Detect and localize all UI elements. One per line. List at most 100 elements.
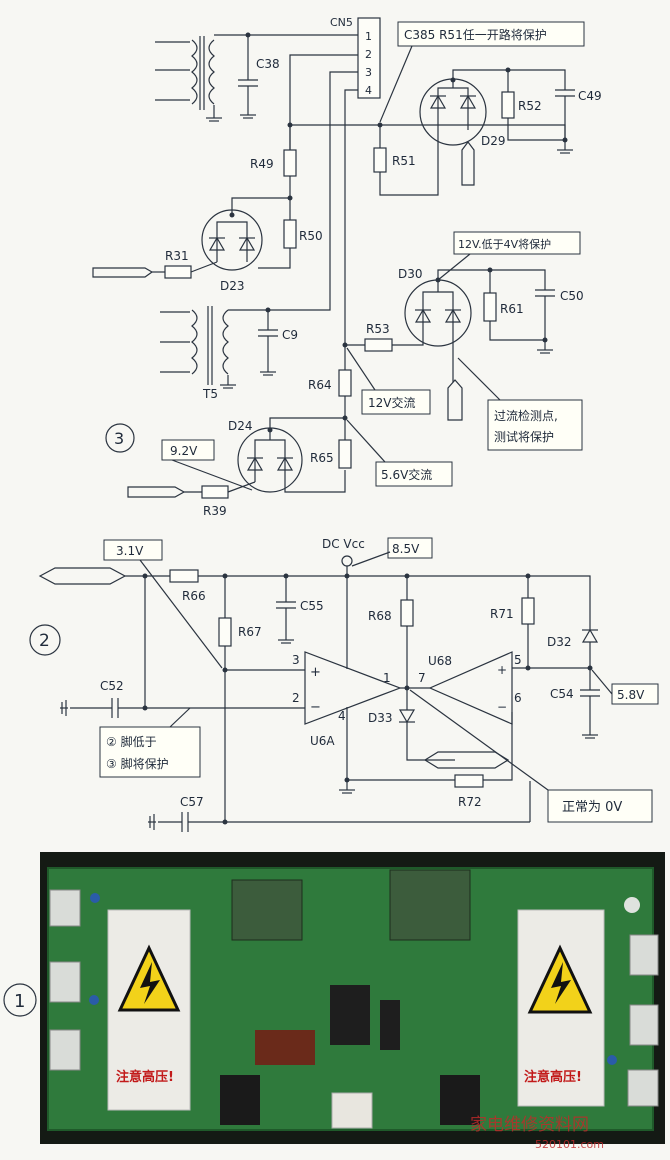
label-c54: C54 bbox=[550, 687, 574, 701]
note-overcurrent-line2: 测试将保护 bbox=[494, 429, 554, 444]
cn5-pin-3: 3 bbox=[365, 66, 372, 79]
u6a-pin1: 1 bbox=[383, 671, 391, 685]
label-c50: C50 bbox=[560, 289, 584, 303]
transformer-t1 bbox=[155, 34, 360, 122]
note-5v8-text: 5.8V bbox=[617, 688, 645, 702]
u68-minus: − bbox=[497, 700, 507, 714]
probe-r39 bbox=[127, 486, 186, 498]
resistor-r53 bbox=[364, 338, 393, 352]
note-pin2-pin3-line1: ② 脚低于 bbox=[106, 734, 157, 749]
label-c55: C55 bbox=[300, 599, 324, 613]
label-d23: D23 bbox=[220, 279, 245, 293]
label-c49: C49 bbox=[578, 89, 602, 103]
label-r66: R66 bbox=[182, 589, 206, 603]
cn5-pin-1: 1 bbox=[365, 30, 372, 43]
label-r53: R53 bbox=[366, 322, 390, 336]
label-r31: R31 bbox=[165, 249, 189, 263]
note-8v5 bbox=[387, 537, 433, 559]
circle-3 bbox=[105, 423, 135, 453]
cn5-pin-2: 2 bbox=[365, 48, 372, 61]
diode-d33 bbox=[398, 709, 416, 724]
watermark-text: 家电维修资料网 bbox=[470, 1115, 589, 1135]
label-r49: R49 bbox=[250, 157, 274, 171]
resistor-r51 bbox=[373, 147, 387, 173]
note-normal-0v bbox=[547, 789, 653, 823]
diode-d32 bbox=[581, 628, 599, 643]
note-5v6-ac bbox=[375, 461, 453, 487]
warning-label-right: 注意高压! bbox=[524, 1069, 582, 1085]
wire-cn5-3 bbox=[228, 71, 358, 311]
note-12v-low bbox=[453, 231, 581, 255]
label-d30: D30 bbox=[398, 267, 423, 281]
u6a-pin2: 2 bbox=[292, 691, 300, 705]
diode-pair-d24 bbox=[237, 417, 346, 493]
note-c385-r51 bbox=[397, 21, 585, 47]
resistor-r50 bbox=[283, 219, 297, 249]
label-c38: C38 bbox=[256, 57, 280, 71]
label-c57: C57 bbox=[180, 795, 204, 809]
u6a-pin4: 4 bbox=[338, 709, 346, 723]
label-r71: R71 bbox=[490, 607, 514, 621]
circle-3-label: 3 bbox=[114, 429, 124, 448]
note-pin2-pin3 bbox=[99, 726, 201, 778]
diode-pair-d30 bbox=[392, 267, 546, 421]
label-r65: R65 bbox=[310, 451, 334, 465]
label-d33: D33 bbox=[368, 711, 393, 725]
u68-pin5: 5 bbox=[514, 653, 522, 667]
resistor-r68 bbox=[400, 599, 414, 627]
diode-pair-d23 bbox=[201, 209, 263, 271]
label-r51: R51 bbox=[392, 154, 416, 168]
label-r61: R61 bbox=[500, 302, 524, 316]
wire-cn5-2 bbox=[289, 54, 358, 150]
label-r39: R39 bbox=[203, 504, 227, 518]
note-12v-ac bbox=[361, 389, 431, 415]
u68-plus: + bbox=[497, 663, 507, 677]
label-c52: C52 bbox=[100, 679, 124, 693]
resistor-r71 bbox=[521, 597, 535, 625]
cn5-pin-4: 4 bbox=[365, 84, 372, 97]
label-c9: C9 bbox=[282, 328, 298, 342]
label-u68: U68 bbox=[428, 654, 452, 668]
label-t5: T5 bbox=[202, 387, 218, 401]
opamp-u68 bbox=[428, 651, 513, 725]
vcc-terminal bbox=[341, 555, 353, 567]
note-overcurrent bbox=[487, 399, 583, 451]
warning-label-left: 注意高压! bbox=[116, 1069, 174, 1085]
resistor-r72 bbox=[454, 774, 484, 788]
note-normal-0v-text: 正常为 0V bbox=[562, 800, 622, 815]
note-c385-r51-text: C385 R51任一开路将保护 bbox=[404, 27, 547, 42]
circle-1-label: 1 bbox=[14, 991, 25, 1012]
u6a-minus: − bbox=[310, 700, 321, 715]
note-5v6-ac-text: 5.6V交流 bbox=[381, 467, 432, 482]
probe-r31 bbox=[92, 267, 154, 278]
label-u6a: U6A bbox=[310, 734, 335, 748]
wire-cn5-4 bbox=[344, 89, 358, 345]
resistor-r64 bbox=[338, 369, 352, 397]
diode-pair-d29 bbox=[419, 67, 566, 186]
label-r52: R52 bbox=[518, 99, 542, 113]
capacitor-c38 bbox=[238, 32, 258, 119]
note-3v1 bbox=[103, 539, 163, 561]
resistor-r39 bbox=[201, 485, 229, 499]
label-cn5: CN5 bbox=[330, 16, 353, 29]
opamp-u6a bbox=[304, 651, 402, 725]
note-9v2-text: 9.2V bbox=[170, 444, 198, 458]
resistor-r61 bbox=[483, 292, 497, 322]
u68-pin7: 7 bbox=[418, 671, 426, 685]
label-d24: D24 bbox=[228, 419, 253, 433]
note-pin2-pin3-line2: ③ 脚将保护 bbox=[106, 756, 169, 771]
label-dc-vcc: DC Vcc bbox=[322, 537, 365, 551]
u6a-pin3: 3 bbox=[292, 653, 300, 667]
u68-pin6: 6 bbox=[514, 691, 522, 705]
label-d32: D32 bbox=[547, 635, 572, 649]
resistor-r31 bbox=[164, 265, 192, 279]
u6a-plus: + bbox=[310, 665, 321, 680]
note-9v2 bbox=[161, 439, 215, 461]
circle-2 bbox=[29, 624, 61, 656]
connector-cn5 bbox=[357, 17, 381, 99]
note-12v-low-text: 12V.低于4V将保护 bbox=[458, 237, 551, 251]
label-r64: R64 bbox=[308, 378, 332, 392]
label-r68: R68 bbox=[368, 609, 392, 623]
